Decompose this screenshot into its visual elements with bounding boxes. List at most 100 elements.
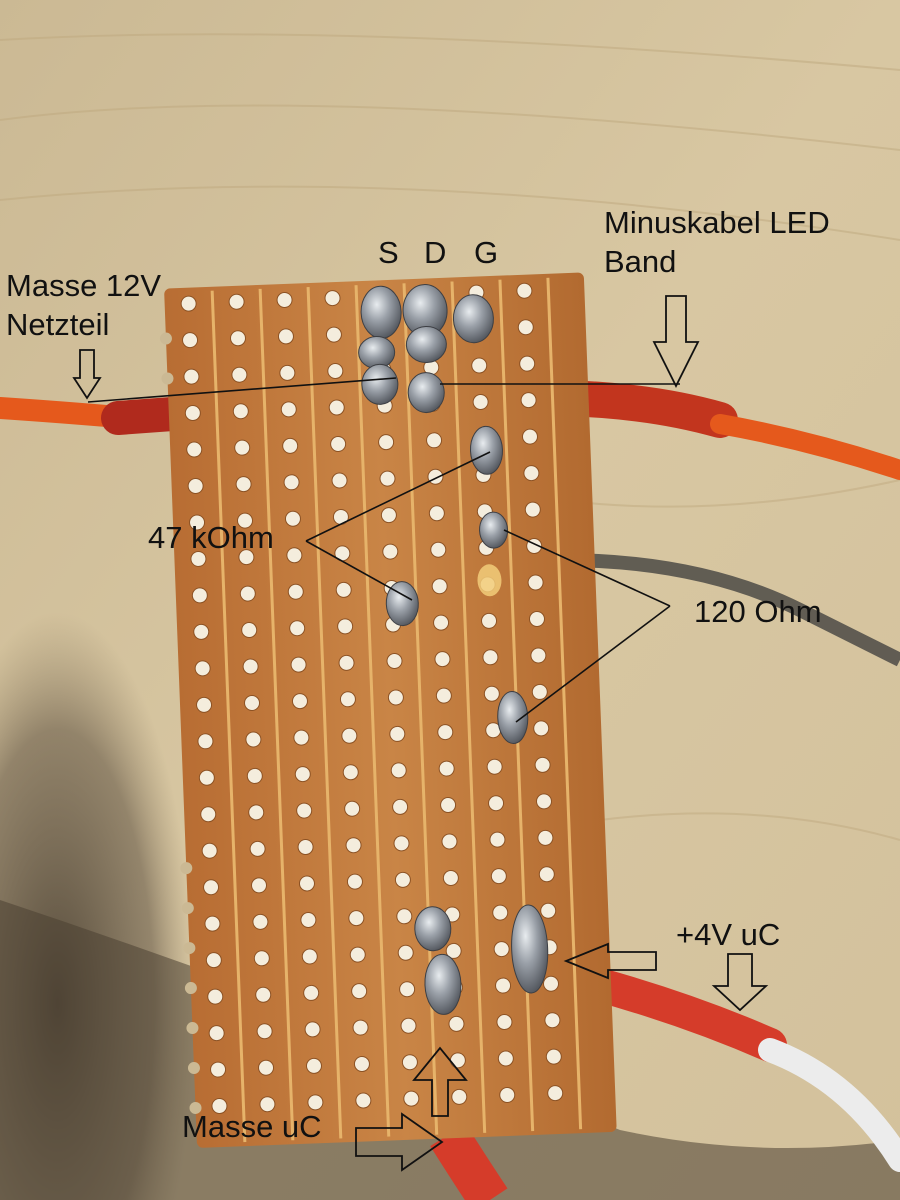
board-hole: [253, 950, 270, 967]
board-hole: [451, 1088, 468, 1105]
board-hole: [431, 578, 448, 595]
stripboard: [159, 272, 617, 1148]
board-hole: [534, 756, 551, 773]
arrow-up-masse-uc: [412, 1046, 468, 1117]
board-hole: [496, 1014, 513, 1031]
board-hole: [399, 981, 416, 998]
board-hole: [379, 470, 396, 487]
board-hole: [499, 1086, 516, 1103]
board-hole: [249, 840, 266, 857]
wire-red-right: [583, 968, 787, 1062]
arrow-down-masse12v: [72, 349, 102, 400]
label-pin-d: D: [424, 235, 447, 270]
board-hole: [242, 658, 259, 675]
board-hole: [297, 839, 314, 856]
board-hole: [351, 983, 368, 1000]
board-hole: [538, 866, 555, 883]
wood-grain: [0, 33, 900, 841]
board-hole: [544, 1012, 561, 1029]
board-hole: [489, 831, 506, 848]
board-hole: [276, 291, 293, 308]
board-hole: [279, 364, 296, 381]
board-hole: [194, 660, 211, 677]
label-47-kohm: 47 kOhm: [148, 520, 274, 555]
board-hole: [207, 988, 224, 1005]
board-hole: [481, 612, 498, 629]
arrow-down-plus4v: [711, 953, 769, 1012]
wire-red-bottom: [430, 1123, 508, 1200]
board-hole: [211, 1098, 228, 1115]
board-hole: [345, 837, 362, 854]
board-hole: [396, 908, 413, 925]
board-hole: [338, 654, 355, 671]
board-hole: [401, 1054, 418, 1071]
board-hole: [303, 984, 320, 1001]
board-hole: [449, 1052, 466, 1069]
board-hole: [186, 441, 203, 458]
board-hole: [403, 1090, 420, 1107]
board-hole: [341, 727, 358, 744]
board-hole: [229, 330, 246, 347]
label-pin-g: G: [474, 235, 499, 270]
board-hole: [335, 581, 352, 598]
board-hole: [438, 760, 455, 777]
board-hole: [244, 694, 261, 711]
board-hole: [486, 758, 503, 775]
board-hole: [545, 1048, 562, 1065]
board-hole: [180, 295, 197, 312]
board-hole: [251, 877, 268, 894]
board-hole: [291, 693, 308, 710]
board-hole: [441, 833, 458, 850]
board-hole: [200, 806, 217, 823]
board-hole: [237, 512, 254, 529]
board-hole: [298, 875, 315, 892]
board-hole: [426, 432, 443, 449]
label-minuskabel: Minuskabel LED Band: [604, 204, 830, 282]
annotation-lines: [87, 377, 680, 723]
wire-right-orange: [710, 414, 900, 480]
board-hole: [378, 434, 395, 451]
board-hole: [437, 724, 454, 741]
board-hole: [228, 293, 245, 310]
board-hole: [445, 942, 462, 959]
board-hole: [488, 795, 505, 812]
board-hole: [201, 842, 218, 859]
board-hole: [187, 477, 204, 494]
board-hole: [547, 1085, 564, 1102]
board-hole: [307, 1094, 324, 1111]
board-hole: [205, 952, 222, 969]
board-hole: [232, 403, 249, 420]
board-hole: [289, 620, 306, 637]
board-hole: [197, 733, 214, 750]
board-hole: [390, 762, 407, 779]
board-hole: [440, 797, 457, 814]
board-hole: [245, 731, 262, 748]
board-hole: [348, 910, 365, 927]
board-hole: [184, 405, 201, 422]
board-hole: [434, 651, 451, 668]
board-hole: [530, 647, 547, 664]
board-hole: [492, 904, 509, 921]
board-hole: [528, 610, 545, 627]
arrow-right-masse-uc: [355, 1112, 444, 1172]
board-hole: [497, 1050, 514, 1067]
arrow-left-plus4v: [563, 942, 657, 980]
board-hole: [204, 915, 221, 932]
board-hole: [293, 729, 310, 746]
board-hole: [397, 944, 414, 961]
board-hole: [255, 986, 272, 1003]
board-hole: [516, 282, 533, 299]
board-hole: [234, 439, 251, 456]
board-hole: [183, 368, 200, 385]
board-hole: [428, 505, 445, 522]
board-hole: [284, 510, 301, 527]
label-masse-uc: Masse uC: [182, 1109, 322, 1144]
board-hole: [203, 879, 220, 896]
board-hole: [393, 835, 410, 852]
label-120-ohm: 120 Ohm: [694, 594, 822, 629]
board-hole: [282, 437, 299, 454]
label-minuskabel-line2: Band: [604, 243, 677, 279]
board-hole: [290, 656, 307, 673]
board-hole: [483, 685, 500, 702]
label-masse-12v: Masse 12V Netzteil: [6, 267, 161, 345]
